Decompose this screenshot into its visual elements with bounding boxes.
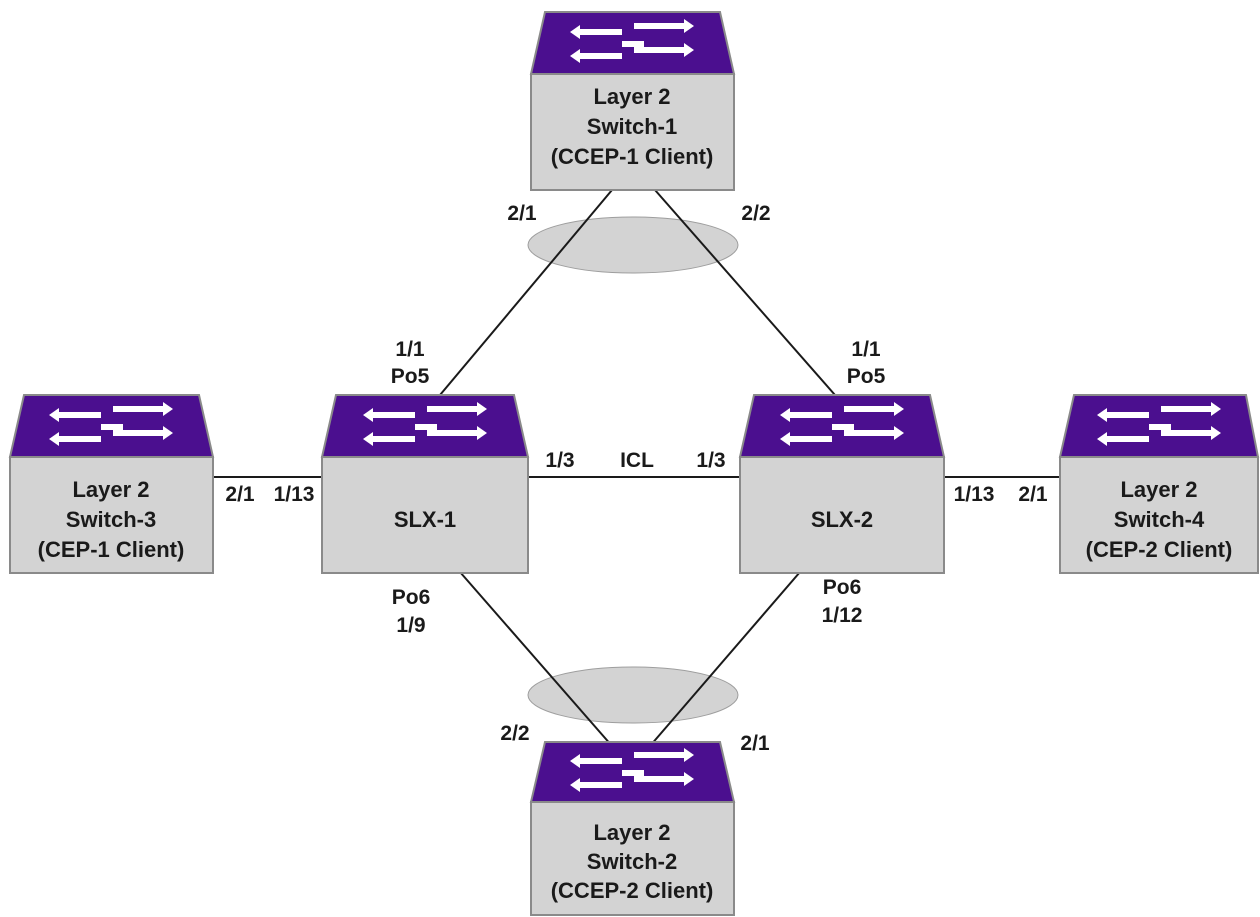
port-label-sw4: 2/1 (1018, 483, 1048, 506)
link-sw1-slx2 (654, 189, 836, 396)
link-sw1-slx1 (439, 189, 613, 396)
switch-label-line2: Switch-2 (587, 849, 677, 874)
link-slx2-sw2 (649, 571, 801, 747)
slx-2-switch: SLX-2 (738, 394, 946, 574)
switch-label-line1: Layer 2 (593, 84, 670, 109)
port-label-slx2-right: 1/13 (954, 483, 995, 506)
port-label-slx1-icl: 1/3 (545, 449, 574, 472)
port-label-slx2-top-lag: Po5 (847, 365, 886, 388)
port-label-slx1-bottom-port: 1/9 (396, 614, 425, 637)
switch-name: SLX-1 (394, 507, 456, 532)
port-label-sw3: 2/1 (225, 483, 255, 506)
port-label-sw2-left: 2/2 (500, 722, 529, 745)
port-label-slx1-left: 1/13 (274, 483, 315, 506)
port-label-slx2-bottom-port: 1/12 (822, 604, 863, 627)
switch-label-line3: (CCEP-2 Client) (551, 878, 714, 903)
port-label-sw2-right: 2/1 (740, 732, 770, 755)
port-label-slx1-top-port: 1/1 (395, 338, 425, 361)
switch-label-line3: (CCEP-1 Client) (551, 144, 714, 169)
switch-label-line1: Layer 2 (1120, 477, 1197, 502)
lag-ellipse-bottom (527, 666, 739, 724)
port-label-sw1-left: 2/1 (507, 202, 537, 225)
link-slx1-sw2 (459, 571, 613, 747)
port-label-slx2-bottom-lag: Po6 (823, 576, 862, 599)
slx-1-switch: SLX-1 (320, 394, 530, 574)
switch-label-line2: Switch-4 (1114, 507, 1205, 532)
layer2-switch-3: Layer 2 Switch-3 (CEP-1 Client) (8, 394, 215, 574)
layer2-switch-1: Layer 2 Switch-1 (CCEP-1 Client) (529, 11, 736, 191)
lag-ellipse-top (527, 216, 739, 274)
layer2-switch-2: Layer 2 Switch-2 (CCEP-2 Client) (529, 741, 736, 916)
layer2-switch-4: Layer 2 Switch-4 (CEP-2 Client) (1058, 394, 1260, 574)
port-label-slx1-bottom-lag: Po6 (392, 586, 431, 609)
port-label-slx1-top-lag: Po5 (391, 365, 430, 388)
switch-name: SLX-2 (811, 507, 873, 532)
port-label-slx2-icl: 1/3 (696, 449, 725, 472)
port-label-sw1-right: 2/2 (741, 202, 770, 225)
switch-label-line1: Layer 2 (593, 820, 670, 845)
switch-label-line3: (CEP-2 Client) (1086, 537, 1233, 562)
switch-label-line2: Switch-1 (587, 114, 677, 139)
switch-label-line1: Layer 2 (72, 477, 149, 502)
switch-label-line2: Switch-3 (66, 507, 156, 532)
port-label-slx2-top-port: 1/1 (851, 338, 881, 361)
switch-label-line3: (CEP-1 Client) (38, 537, 185, 562)
icl-label: ICL (620, 449, 654, 472)
